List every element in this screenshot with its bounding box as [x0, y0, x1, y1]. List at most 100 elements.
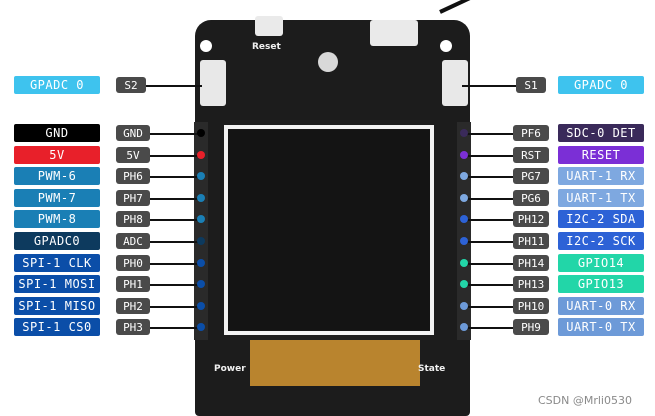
- mounting-hole-top-right: [440, 40, 452, 52]
- right-pin-wire: [462, 155, 513, 157]
- right-pin-name: PG6: [513, 190, 549, 206]
- left-pin-wire: [150, 219, 198, 221]
- left-pin-function-label: PWM-7: [14, 189, 100, 207]
- antenna-wire: [439, 0, 505, 14]
- right-header-pin: [460, 237, 468, 245]
- right-header-pin: [460, 302, 468, 310]
- left-header-pin: [197, 151, 205, 159]
- right-pin-name: PH9: [513, 319, 549, 335]
- right-pin-name: PF6: [513, 125, 549, 141]
- right-pin-wire: [462, 176, 513, 178]
- right-pin-wire: [462, 241, 513, 243]
- s2-function-label: GPADC 0: [14, 76, 100, 94]
- left-pin-wire: [150, 155, 198, 157]
- left-pin-name: PH0: [116, 255, 150, 271]
- left-pin-function-label: SPI-1 MISO: [14, 297, 100, 315]
- right-pin-function-label: UART-1 RX: [558, 167, 644, 185]
- left-pin-function-label: PWM-8: [14, 210, 100, 228]
- s2-button[interactable]: [200, 60, 226, 106]
- left-pin-function-label: GND: [14, 124, 100, 142]
- silk-state-label: State: [418, 364, 446, 374]
- reset-button[interactable]: [255, 16, 283, 36]
- right-pin-function-label: UART-0 TX: [558, 318, 644, 336]
- right-header-pin: [460, 172, 468, 180]
- left-pin-function-label: SPI-1 MOSI: [14, 275, 100, 293]
- left-pin-function-label: SPI-1 CLK: [14, 254, 100, 272]
- right-pin-function-label: I2C-2 SDA: [558, 210, 644, 228]
- left-pin-name: PH7: [116, 190, 150, 206]
- right-pin-wire: [462, 219, 513, 221]
- right-pin-name: PH10: [513, 298, 549, 314]
- right-pin-function-label: RESET: [558, 146, 644, 164]
- left-pin-name: 5V: [116, 147, 150, 163]
- s1-function-label: GPADC 0: [558, 76, 644, 94]
- left-header-pin: [197, 129, 205, 137]
- silk-power-label: Power: [214, 364, 246, 374]
- right-pin-function-label: GPIO14: [558, 254, 644, 272]
- left-pin-function-label: PWM-6: [14, 167, 100, 185]
- right-pin-name: RST: [513, 147, 549, 163]
- left-pin-wire: [150, 241, 198, 243]
- right-pin-wire: [462, 133, 513, 135]
- right-pin-function-label: UART-1 TX: [558, 189, 644, 207]
- right-pin-wire: [462, 198, 513, 200]
- left-pin-wire: [150, 198, 198, 200]
- s2-pin-name: S2: [116, 77, 146, 93]
- connector-top: [370, 20, 418, 46]
- right-header-pin: [460, 323, 468, 331]
- left-pin-wire: [150, 133, 198, 135]
- left-header-pin: [197, 323, 205, 331]
- left-pin-name: PH1: [116, 276, 150, 292]
- left-pin-name: PH6: [116, 168, 150, 184]
- right-header-pin: [460, 194, 468, 202]
- left-header-pin: [197, 237, 205, 245]
- left-header-pin: [197, 302, 205, 310]
- left-header-pin: [197, 172, 205, 180]
- left-pin-function-label: GPADC0: [14, 232, 100, 250]
- component-capacitor: [318, 52, 338, 72]
- left-pin-wire: [150, 306, 198, 308]
- right-pin-function-label: GPIO13: [558, 275, 644, 293]
- left-pin-name: PH2: [116, 298, 150, 314]
- silk-reset-label: Reset: [252, 42, 281, 52]
- right-pin-function-label: UART-0 RX: [558, 297, 644, 315]
- lcd-screen: [224, 125, 434, 335]
- right-pin-name: PH12: [513, 211, 549, 227]
- left-pin-wire: [150, 176, 198, 178]
- right-header-pin: [460, 151, 468, 159]
- left-pin-wire: [150, 263, 198, 265]
- s1-wire: [462, 85, 516, 87]
- right-header-pin: [460, 280, 468, 288]
- left-pin-name: PH8: [116, 211, 150, 227]
- watermark: CSDN @Mrli0530: [538, 394, 632, 407]
- right-pin-name: PH14: [513, 255, 549, 271]
- left-header-pin: [197, 259, 205, 267]
- left-pin-wire: [150, 284, 198, 286]
- left-header-pin: [197, 215, 205, 223]
- right-pin-name: PG7: [513, 168, 549, 184]
- right-header-pin: [460, 129, 468, 137]
- left-pin-name: PH3: [116, 319, 150, 335]
- right-pin-wire: [462, 327, 513, 329]
- right-header-pin: [460, 259, 468, 267]
- mounting-hole-top-left: [200, 40, 212, 52]
- right-pin-wire: [462, 306, 513, 308]
- right-pin-name: PH11: [513, 233, 549, 249]
- right-pin-wire: [462, 284, 513, 286]
- left-header-pin: [197, 194, 205, 202]
- left-pin-function-label: SPI-1 CS0: [14, 318, 100, 336]
- left-pin-name: ADC: [116, 233, 150, 249]
- left-pin-wire: [150, 327, 198, 329]
- right-pin-wire: [462, 263, 513, 265]
- left-pin-function-label: 5V: [14, 146, 100, 164]
- right-pin-function-label: I2C-2 SCK: [558, 232, 644, 250]
- left-header-pin: [197, 280, 205, 288]
- right-header-pin: [460, 215, 468, 223]
- left-pin-name: GND: [116, 125, 150, 141]
- right-pin-name: PH13: [513, 276, 549, 292]
- s1-button[interactable]: [442, 60, 468, 106]
- right-pin-function-label: SDC-0 DET: [558, 124, 644, 142]
- s2-wire: [146, 85, 202, 87]
- s1-pin-name: S1: [516, 77, 546, 93]
- lcd-flex-cable: [250, 340, 420, 386]
